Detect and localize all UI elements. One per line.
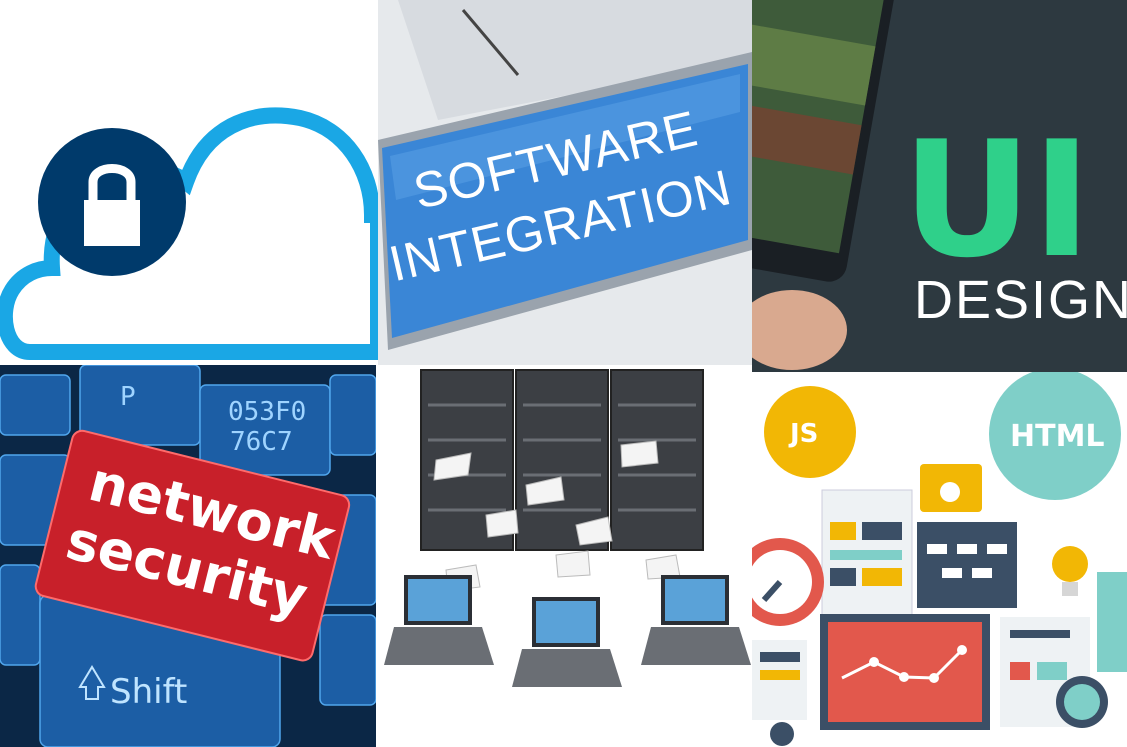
network-security-keyboard: P 053F0 76C7 network security Shift [0, 365, 376, 747]
software-integration-tile: SOFTWARE INTEGRATION [378, 0, 752, 365]
shift-key-label: Shift [110, 672, 187, 712]
network-security-tile: P 053F0 76C7 network security Shift [0, 365, 376, 747]
key-code1-label: 053F0 [228, 397, 306, 427]
server-network-tile [376, 365, 752, 747]
js-label: JS [788, 419, 818, 449]
keyboard-key-illustration: SOFTWARE INTEGRATION [378, 0, 752, 365]
design-label: DESIGN [914, 270, 1127, 330]
server-rack-icon [376, 365, 752, 747]
js-badge [764, 386, 856, 478]
key-code2-label: 76C7 [230, 427, 293, 457]
web-development-tile: JS HTML [752, 372, 1127, 747]
ui-design-tile: UI DESIGN [752, 0, 1127, 372]
ui-design-illustration: UI DESIGN [752, 0, 1127, 372]
web-development-illustration: JS HTML [752, 372, 1127, 747]
cloud-lock-icon [0, 107, 378, 360]
ui-label: UI [902, 106, 1091, 293]
html-badge [989, 372, 1121, 500]
cloud-security-tile [0, 0, 378, 365]
key-p-label: P [120, 382, 136, 412]
html-label: HTML [1010, 419, 1105, 454]
